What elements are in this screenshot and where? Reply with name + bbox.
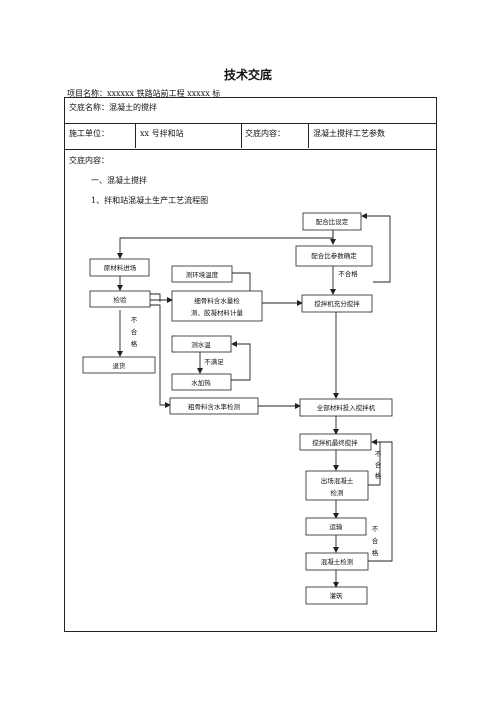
flow-label: 检测 bbox=[331, 488, 345, 497]
flow-box-mix-design: 配合比设定 bbox=[302, 212, 362, 231]
flow-label: 原材料进场 bbox=[104, 263, 137, 272]
divider bbox=[65, 123, 436, 124]
flow-label: 水加热 bbox=[191, 378, 211, 387]
flow-note: 格 bbox=[375, 471, 382, 480]
flow-box-final-mix: 搅拌机最终搅拌 bbox=[299, 433, 372, 451]
flow-box-all-into-mixer: 全部材料投入搅拌机 bbox=[299, 398, 393, 417]
flow-label: 测、胶凝材料计量 bbox=[191, 308, 244, 317]
flow-note: 不 bbox=[131, 316, 138, 324]
content-value: 混凝土搅拌工艺参数 bbox=[313, 129, 385, 138]
flow-box-raw-material: 原材料进场 bbox=[89, 258, 150, 277]
flow-label: 全部材料投入搅拌机 bbox=[317, 403, 376, 412]
flow-box-concrete-test: 混凝土检测 bbox=[305, 552, 369, 571]
flow-connectors bbox=[117, 213, 393, 588]
divider bbox=[65, 149, 436, 150]
flow-note: 合 bbox=[375, 460, 382, 469]
flow-box-inspect: 检验 bbox=[89, 290, 151, 308]
flow-note: 格 bbox=[131, 339, 138, 348]
flow-label: 细骨料含水量检 bbox=[194, 296, 240, 305]
flow-box-coarse-water-test: 粗骨料含水率检测 bbox=[169, 397, 259, 415]
project-name: 项目名称：xxxxxx 铁路站前工程 xxxxx 标 bbox=[67, 89, 221, 98]
body-label: 交底内容： bbox=[69, 156, 109, 165]
disclosure-name: 交底名称：混凝土的搅拌 bbox=[69, 103, 157, 112]
divider bbox=[308, 123, 309, 148]
flow-label: 搅拌机充分搅拌 bbox=[314, 299, 360, 308]
flow-note: 格 bbox=[372, 548, 379, 557]
flow-note: 不满足 bbox=[204, 357, 224, 366]
content-label: 交底内容： bbox=[245, 129, 285, 138]
flow-label: 混凝土检测 bbox=[321, 557, 354, 566]
flow-box-ambient-temp: 测环境温度 bbox=[171, 265, 233, 283]
flow-note: 合 bbox=[372, 536, 379, 545]
flow-box-pouring: 灌筑 bbox=[305, 586, 368, 605]
divider bbox=[241, 123, 242, 148]
flow-box-outgoing-test: 出场混凝土 检测 bbox=[305, 470, 369, 501]
flow-label: 搅拌机最终搅拌 bbox=[312, 438, 358, 447]
flow-label: 测环境温度 bbox=[186, 270, 219, 279]
flow-note: 合 bbox=[131, 327, 138, 336]
flow-label: 配合比设定 bbox=[316, 217, 349, 226]
flow-box-water-heat: 水加热 bbox=[171, 373, 232, 391]
section-heading: 一、混凝土搅拌 bbox=[91, 176, 147, 185]
flow-label: 退货 bbox=[113, 361, 127, 370]
document-title: 技术交底 bbox=[223, 68, 272, 82]
divider bbox=[135, 123, 136, 148]
flow-box-transport: 运输 bbox=[305, 517, 367, 536]
flow-label: 检验 bbox=[114, 295, 128, 304]
unit-label: 施工单位： bbox=[69, 129, 109, 138]
flow-box-aggregate-test: 细骨料含水量检 测、胶凝材料计量 bbox=[171, 290, 263, 322]
flow-box-mixer-full: 搅拌机充分搅拌 bbox=[301, 294, 373, 313]
flow-label: 粗骨料含水率检测 bbox=[188, 402, 241, 411]
flow-note: 不 bbox=[372, 525, 379, 533]
subsection-heading: 1、拌和站混凝土生产工艺流程图 bbox=[91, 196, 209, 205]
unit-value: xx 号拌和站 bbox=[140, 129, 184, 138]
disclosure-table: 交底名称：混凝土的搅拌 施工单位： xx 号拌和站 交底内容： 混凝土搅拌工艺参… bbox=[64, 97, 437, 632]
flow-label: 灌筑 bbox=[330, 591, 344, 600]
flow-note: 不 bbox=[375, 450, 382, 458]
flow-box-water-temp: 测水温 bbox=[171, 335, 232, 353]
flow-label: 运输 bbox=[330, 522, 344, 531]
flow-box-return-goods: 退货 bbox=[82, 356, 156, 374]
flow-label: 配合比参数确定 bbox=[311, 251, 357, 260]
flow-label: 测水温 bbox=[191, 340, 211, 349]
flow-label: 出场混凝土 bbox=[321, 476, 354, 485]
flow-note: 不合格 bbox=[338, 269, 358, 278]
flow-box-params-confirm: 配合比参数确定 bbox=[295, 245, 373, 267]
